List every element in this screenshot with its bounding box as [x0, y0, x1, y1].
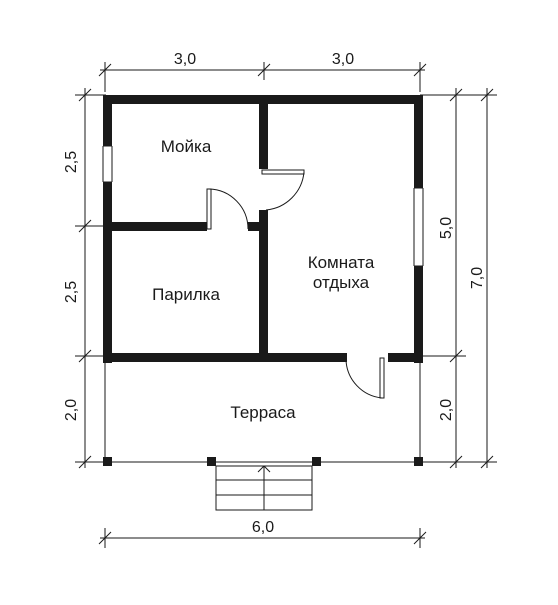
room-label-parilka: Парилка [152, 285, 220, 304]
dim-top-left: 3,0 [174, 51, 196, 68]
door-moyka-parilka [206, 188, 249, 230]
entrance-stairs [215, 465, 313, 511]
dim-left-top: 2,5 [63, 151, 80, 173]
dim-right-inner-top: 5,0 [438, 217, 455, 239]
room-label-komnata-line2: отдыха [313, 273, 370, 292]
room-label-moyka: Мойка [161, 137, 212, 156]
dim-left-bottom: 2,0 [63, 399, 80, 421]
window-right [413, 187, 424, 267]
door-moyka-komnata [261, 169, 305, 211]
dim-right-inner-bottom: 2,0 [438, 399, 455, 421]
dim-left-middle: 2,5 [63, 281, 80, 303]
room-label-terrasa: Терраса [230, 403, 296, 422]
room-label-komnata-line1: Комната [308, 253, 375, 272]
window-left [102, 145, 113, 183]
dimension-lines [75, 62, 497, 548]
dim-bottom: 6,0 [252, 519, 274, 536]
dim-right-outer: 7,0 [469, 267, 486, 289]
dim-top-right: 3,0 [332, 51, 354, 68]
terrace-outline [103, 362, 423, 466]
walls [103, 95, 423, 363]
door-komnata-terrasa [345, 357, 385, 399]
